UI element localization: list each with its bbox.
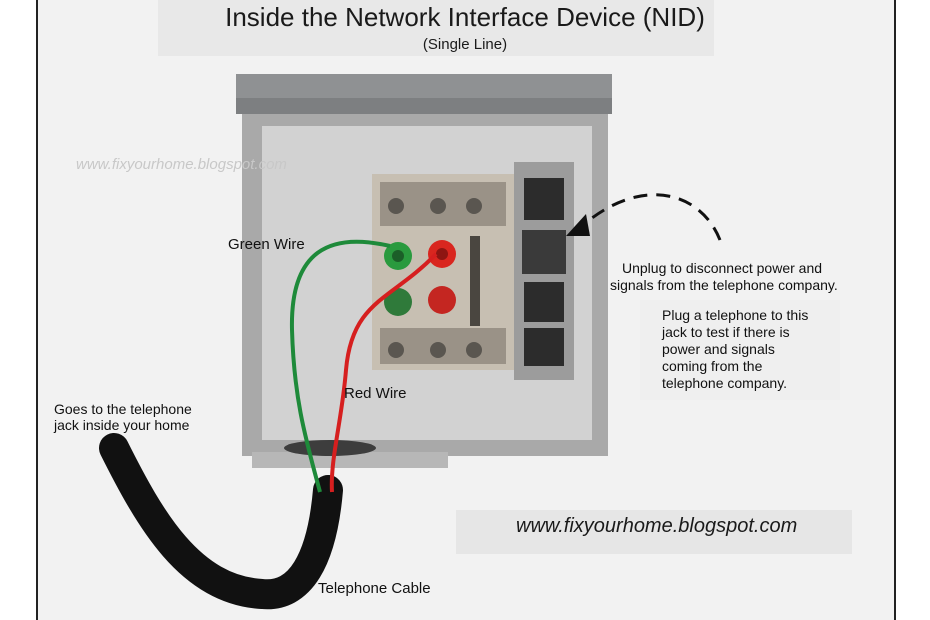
red-wire-label: Red Wire <box>344 385 407 402</box>
green-terminal-bottom <box>384 288 412 316</box>
footer-url-background <box>456 510 852 554</box>
goes-to-label-line1: Goes to the telephone <box>54 401 192 417</box>
nid-bottom-lip <box>252 452 448 468</box>
plug-note-line5: telephone company. <box>662 375 788 391</box>
red-terminal-bottom <box>428 286 456 314</box>
diagram-title: Inside the Network Interface Device (NID… <box>225 2 705 32</box>
green-wire-label: Green Wire <box>228 236 305 253</box>
jack-plug <box>522 230 566 274</box>
unplug-note-line1: Unplug to disconnect power and <box>622 260 823 276</box>
plug-note-line1: Plug a telephone to this <box>662 307 809 323</box>
arrow-head <box>566 214 590 236</box>
dashed-arrow <box>581 193 722 241</box>
nid-lid-edge <box>236 98 612 114</box>
terminal-screws <box>388 198 482 358</box>
green-wire <box>289 239 391 493</box>
plug-note-background <box>640 300 840 400</box>
goes-to-label-line2: jack inside your home <box>54 417 190 433</box>
watermark-text: www.fixyourhome.blogspot.com <box>76 156 287 173</box>
telephone-cable-label: Telephone Cable <box>318 580 431 597</box>
jack-test-lower <box>524 328 564 366</box>
unplug-note-line2: signals from the telephone company. <box>610 277 838 293</box>
plug-note-line4: coming from the <box>662 358 763 374</box>
diagram-subtitle: (Single Line) <box>422 36 508 53</box>
cable-grommet <box>284 440 376 456</box>
jack-test-upper <box>524 282 564 322</box>
plug-note-line3: power and signals <box>662 341 775 357</box>
nid-lid <box>236 74 612 100</box>
footer-url: www.fixyourhome.blogspot.com <box>516 515 798 537</box>
jack-top <box>524 178 564 220</box>
red-wire <box>329 252 438 493</box>
telephone-cable <box>99 433 343 610</box>
plug-note-line2: jack to test if there is <box>662 324 790 340</box>
title-background <box>158 0 714 56</box>
